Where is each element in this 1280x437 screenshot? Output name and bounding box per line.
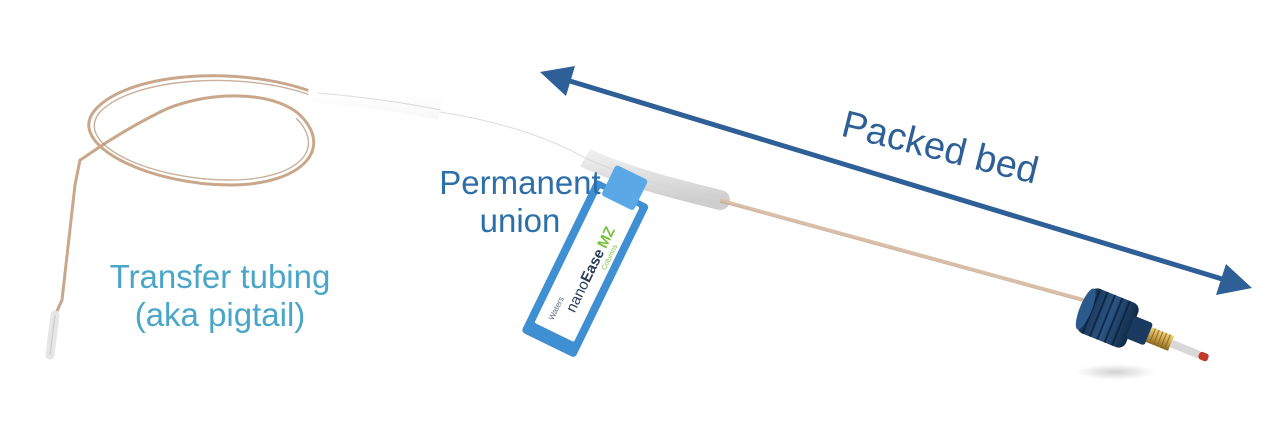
packed-bed-arrow [540,66,1252,295]
permanent-union-label: Permanent union [410,164,630,240]
column-fitting [1075,288,1209,380]
transfer-tubing [50,74,321,323]
permanent-union-label-line2: union [479,202,561,239]
arrowhead-right [1216,264,1252,295]
column-tag: Waters nanoEaseMZ Columns [522,165,649,357]
arrowhead-left [540,66,575,96]
packed-bed-capillary [719,198,1086,303]
union-sleeve [308,83,730,210]
permanent-union-label-line1: Permanent [439,164,601,201]
transfer-tubing-label-line1: Transfer tubing [109,258,331,295]
tubing-end-sleeve [45,310,60,360]
transfer-tubing-label-line2: (aka pigtail) [134,296,306,333]
transfer-tubing-label: Transfer tubing (aka pigtail) [70,258,370,334]
